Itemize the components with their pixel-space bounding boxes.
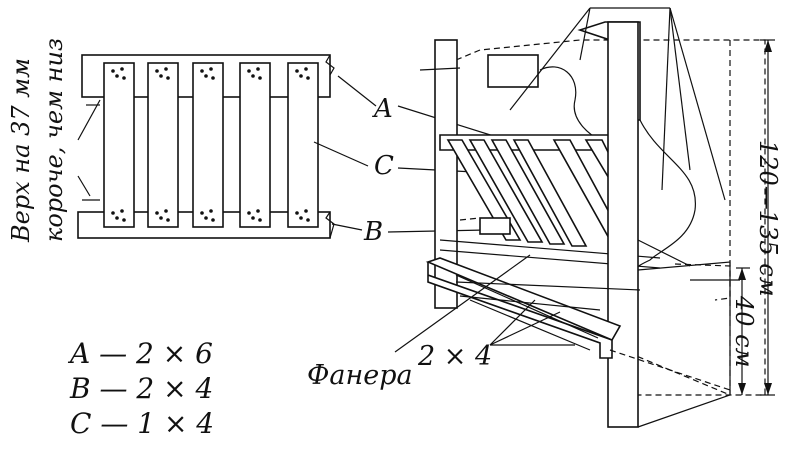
leader-2x4-a: [489, 311, 561, 346]
slat: [239, 62, 271, 228]
nail-dots: [111, 67, 310, 222]
block-b: [479, 217, 511, 235]
leader-b: [331, 223, 363, 231]
slats-c: [103, 62, 319, 228]
leader-plywood: [394, 254, 531, 353]
front-right-post: [607, 21, 639, 428]
leader-a: [337, 75, 377, 107]
dimension-total: [760, 39, 775, 396]
break-mark: [325, 54, 335, 76]
legend: A — 2 × 6 B — 2 × 4 C — 1 × 4: [67, 337, 214, 440]
hidden-outline: [455, 39, 766, 396]
break-mark: [325, 211, 335, 239]
leader-c: [313, 141, 369, 167]
legend-item: C — 1 × 4: [70, 407, 214, 440]
cutaway-edge: [539, 66, 601, 141]
label-c: C: [374, 151, 394, 181]
front-view-panel: [77, 54, 335, 239]
perspective-view: [419, 7, 766, 428]
slat: [147, 62, 179, 228]
label-b: B: [363, 217, 383, 247]
small-board: [487, 54, 539, 88]
two-by-four-label: 2 × 4: [417, 341, 492, 372]
vertical-note-line1: Верх на 37 мм: [7, 58, 35, 243]
legend-item: A — 2 × 6: [67, 337, 213, 370]
height-low-label: 40 см: [730, 295, 758, 368]
slat: [192, 62, 224, 228]
legend-item: B — 2 × 4: [69, 372, 213, 405]
label-a: A: [372, 94, 393, 124]
dimension-low: [736, 267, 750, 395]
lower-beam: [427, 262, 613, 359]
height-total-label: 120—135 см: [754, 140, 782, 297]
slat: [287, 62, 319, 228]
vertical-note-line2: короче, чем низ: [40, 38, 68, 242]
slat: [103, 62, 135, 228]
leader-2x4-c: [489, 299, 536, 346]
plywood-label: Фанера: [307, 360, 413, 391]
